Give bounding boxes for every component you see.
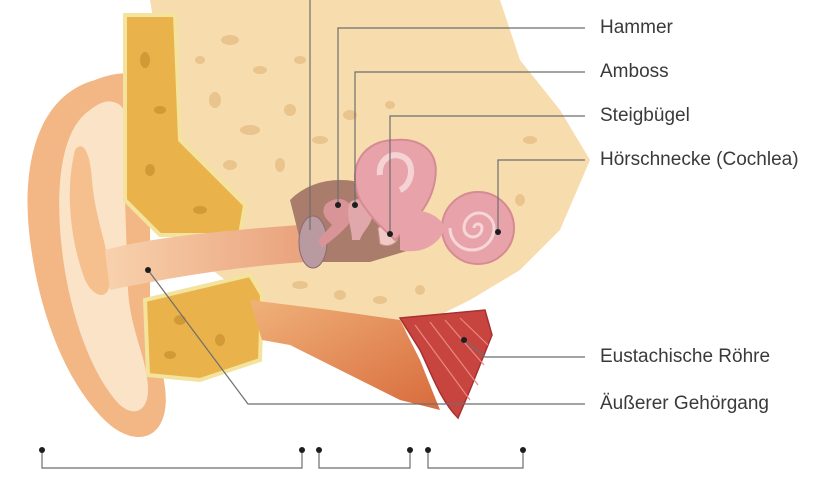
bracket-inner-ear	[427, 450, 524, 469]
leader-hammer-dot	[335, 202, 341, 208]
section-brackets	[39, 447, 526, 469]
label-ear-canal: Äußerer Gehörgang	[600, 393, 769, 414]
hammer-bone	[318, 198, 353, 248]
bracket-middle-ear	[318, 450, 411, 469]
leader-amboss	[354, 71, 585, 205]
ear-canal	[105, 225, 305, 290]
label-eustachian-tube: Eustachische Röhre	[600, 346, 771, 367]
lower-cartilage	[142, 272, 265, 383]
leader-cochlea-dot	[495, 229, 501, 235]
label-cochlea: Hörschnecke (Cochlea)	[600, 149, 799, 170]
cochlea	[441, 191, 515, 265]
cochlea-spiral	[448, 211, 496, 252]
leader-cochlea	[497, 159, 585, 232]
upper-cartilage	[123, 13, 248, 237]
leader-ear-canal-dot	[145, 267, 151, 273]
leader-amboss-dot	[352, 202, 358, 208]
label-steigbuegel: Steigbügel	[600, 105, 690, 126]
bracket-outer-ear	[41, 450, 303, 469]
cartilage-texture	[140, 52, 225, 359]
leader-ear-canal	[147, 269, 585, 405]
lower-tissue	[250, 300, 440, 410]
label-hammer: Hammer	[600, 17, 673, 38]
leader-steigbuegel	[389, 115, 585, 234]
eustachian-tube	[398, 309, 493, 420]
canal-loop	[376, 152, 414, 193]
label-amboss: Amboss	[600, 61, 669, 82]
vestibule	[400, 210, 445, 252]
pinna-fold	[69, 146, 110, 295]
leader-eustachian	[463, 339, 585, 358]
leader-eustachian-dot	[461, 337, 467, 343]
leader-hammer	[337, 27, 585, 205]
bone-texture	[195, 35, 537, 304]
leader-steigbuegel-dot	[387, 231, 393, 237]
